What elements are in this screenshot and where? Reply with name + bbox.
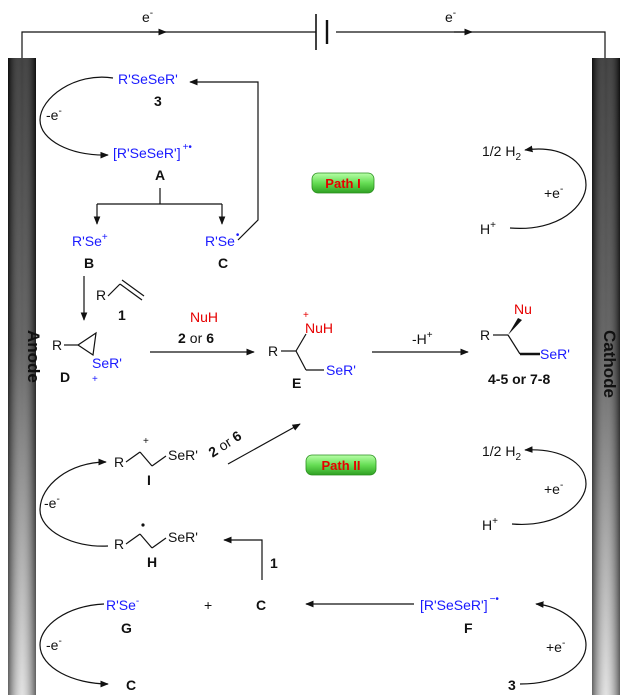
reagent-2-or-6-diag: 2or6 — [205, 427, 244, 460]
svg-text:NuH: NuH — [305, 320, 333, 336]
label-3-top: 3 — [154, 93, 162, 109]
svg-text:SeR': SeR' — [168, 447, 198, 463]
svg-text:SeR': SeR' — [540, 346, 570, 362]
label-G: G — [121, 620, 132, 636]
recombination-arrow — [189, 78, 259, 241]
plus-e-top: +e- — [544, 184, 563, 201]
radical-anion-F: [R'SeSeR']−• — [420, 594, 499, 613]
minus-e-top: -e- — [46, 106, 62, 123]
svg-text:R: R — [96, 287, 106, 303]
arrow-I-to-E — [227, 423, 301, 465]
label-B: B — [84, 255, 94, 271]
nuh-reagent: NuH — [190, 309, 218, 325]
electron-label-right: e- — [445, 8, 456, 25]
label-C-bottom: C — [126, 677, 136, 693]
anode-electrode: Anode — [8, 58, 43, 695]
cathode-label: Cathode — [600, 330, 619, 398]
oxidation-arc-bottom — [39, 603, 109, 688]
svg-text:I: I — [147, 472, 151, 488]
svg-text:SeR': SeR' — [326, 362, 356, 378]
cathode-electrode: Cathode — [592, 58, 620, 695]
svg-text:+: + — [92, 374, 98, 385]
label-F: F — [464, 620, 473, 636]
svg-text:1: 1 — [118, 307, 126, 323]
svg-text:+: + — [143, 436, 149, 447]
hplus-top: H+ — [480, 220, 496, 237]
reduction-arc-bottom — [519, 601, 587, 685]
label-A: A — [155, 167, 165, 183]
svg-text:R: R — [114, 454, 124, 470]
half-h2-mid: 1/2 H2 — [482, 443, 521, 463]
svg-text:+: + — [303, 310, 309, 321]
reduction-arc-top — [509, 145, 587, 229]
seleniranium-D: R SeR' + D — [52, 331, 122, 385]
oxidation-arc-top — [39, 76, 114, 159]
label-1-mid: 1 — [270, 555, 278, 571]
svg-text:SeR': SeR' — [92, 355, 122, 371]
svg-text:R: R — [480, 327, 490, 343]
half-h2-top: 1/2 H2 — [482, 143, 521, 163]
path-1-label: Path I — [325, 176, 360, 191]
anion-G: R'Se- — [106, 596, 139, 613]
svg-text:R: R — [114, 536, 124, 552]
alkene-1: R 1 — [96, 279, 145, 323]
hplus-mid: H+ — [482, 516, 498, 533]
diselenide-3: R'SeSeR' — [118, 71, 178, 87]
path-1-badge: Path I — [311, 172, 375, 194]
svg-text:R: R — [52, 337, 62, 353]
svg-text:E: E — [292, 375, 301, 391]
plus-e-bottom: +e- — [546, 638, 565, 655]
oxidation-arc-mid — [39, 458, 109, 547]
svg-text:4-5 or 7-8: 4-5 or 7-8 — [488, 371, 550, 387]
radical-H: R SeR' H — [114, 523, 198, 570]
circuit-wire — [21, 14, 606, 58]
arrow-C-plus-1-to-H — [223, 536, 263, 580]
intermediate-E: R + NuH SeR' E — [268, 310, 356, 391]
minus-hplus: -H+ — [412, 330, 433, 347]
radical-C-bottom: C — [256, 597, 266, 613]
minus-e-mid: -e- — [44, 494, 60, 511]
anode-label: Anode — [24, 330, 43, 383]
svg-text:Nu: Nu — [514, 301, 532, 317]
path-2-badge: Path II — [305, 454, 377, 476]
path-2-label: Path II — [321, 458, 360, 473]
label-3-bottom: 3 — [508, 677, 516, 693]
plus-e-mid: +e- — [544, 480, 563, 497]
product-4-8: R Nu SeR' 4-5 or 7-8 — [480, 301, 570, 387]
radical-C-top: R'Se• — [205, 230, 240, 249]
svg-text:R: R — [268, 343, 278, 359]
svg-text:SeR': SeR' — [168, 529, 198, 545]
radical-cation-A: [R'SeSeR']+• — [113, 142, 192, 161]
label-C-top: C — [218, 255, 228, 271]
carbocation-I: R + SeR' I — [114, 436, 198, 488]
plus-sign: + — [204, 597, 212, 613]
minus-e-bottom: -e- — [46, 636, 62, 653]
reduction-arc-mid — [511, 446, 587, 525]
cation-B: R'Se+ — [72, 232, 108, 249]
svg-text:H: H — [147, 554, 157, 570]
electron-label-left: e- — [142, 8, 153, 25]
svg-text:D: D — [60, 369, 70, 385]
